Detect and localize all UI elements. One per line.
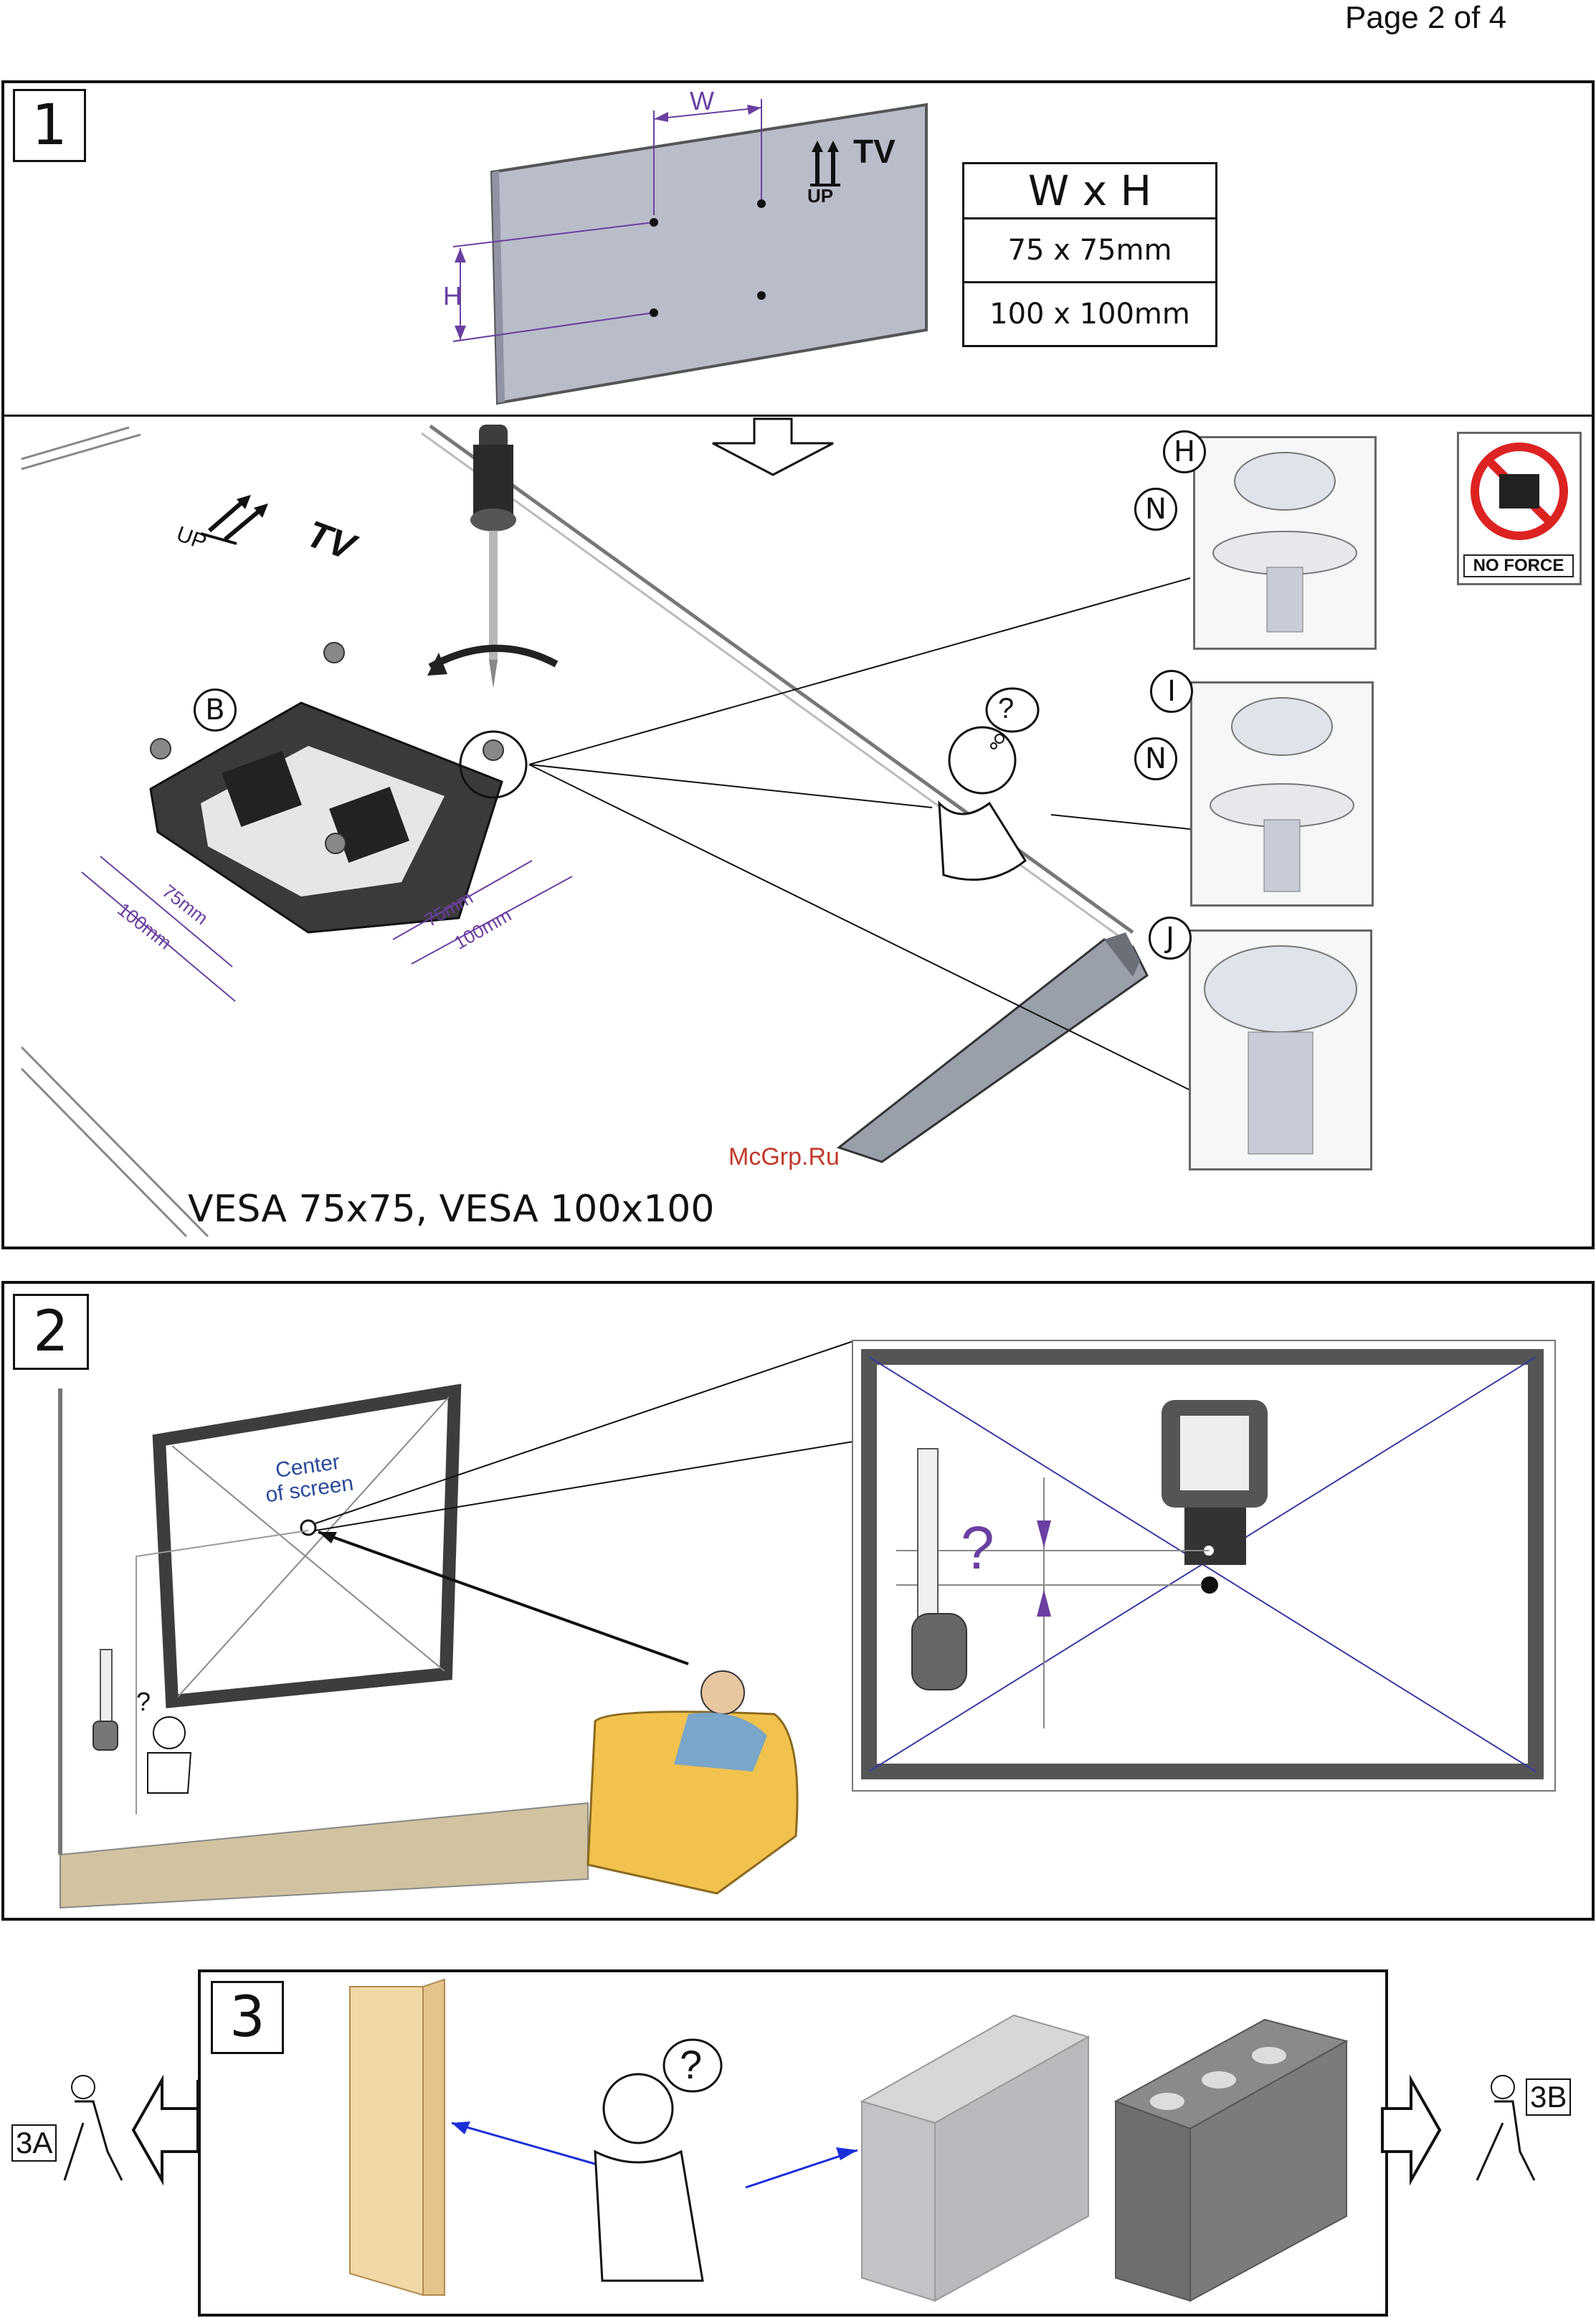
target-3a: 3A (11, 2124, 57, 2162)
target-3b: 3B (1526, 2078, 1571, 2116)
thinking-question-mark: ? (680, 2041, 702, 2088)
